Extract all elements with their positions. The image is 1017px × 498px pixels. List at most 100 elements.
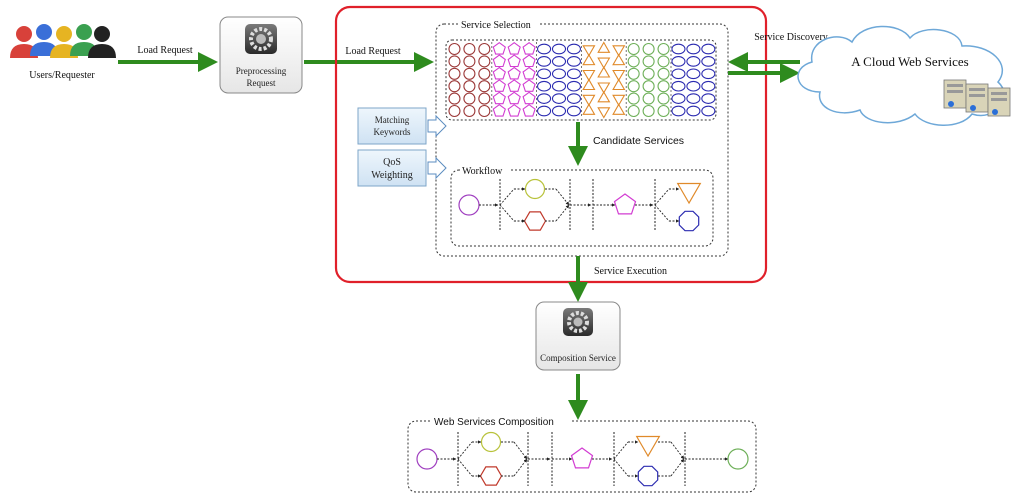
flow-connector	[499, 204, 515, 222]
service-triangle	[597, 41, 611, 53]
service-oval	[701, 56, 716, 67]
flow-connector	[670, 441, 685, 460]
service-circle	[657, 55, 670, 68]
service-oval	[537, 105, 552, 117]
service-circle	[657, 80, 670, 93]
service-circle	[627, 42, 640, 56]
service-oval	[537, 93, 552, 104]
task-pentagon	[570, 447, 594, 469]
flow-connector	[613, 458, 629, 477]
flow-connector	[513, 441, 528, 460]
cloud-label: A Cloud Web Services	[851, 54, 969, 69]
service-selection-box	[435, 23, 729, 257]
service-oval	[686, 68, 701, 80]
service-triangle	[597, 107, 611, 119]
service-oval	[686, 43, 701, 55]
service-oval	[671, 56, 686, 67]
composition-diagram	[416, 431, 749, 487]
service-oval	[701, 105, 716, 117]
service-triangle	[582, 78, 596, 91]
start-node	[458, 194, 480, 216]
service-oval	[551, 80, 567, 92]
service-oval	[566, 43, 581, 55]
web-services-composition-box	[407, 420, 757, 493]
service-triangle	[597, 57, 611, 70]
service-circle	[478, 80, 491, 93]
service-oval	[551, 56, 567, 67]
service-circle	[463, 80, 476, 93]
service-oval	[566, 93, 581, 104]
service-pentagon	[492, 79, 506, 92]
service-oval	[671, 105, 686, 117]
service-oval	[686, 80, 701, 92]
service-circle	[657, 42, 670, 56]
service-circle	[627, 67, 640, 80]
service-oval	[537, 43, 552, 55]
flow-connector	[613, 441, 629, 460]
load-request-label-2: Load Request	[345, 46, 400, 57]
task-triangle	[676, 182, 702, 205]
end-node	[727, 448, 749, 470]
service-circle	[463, 67, 476, 80]
users-group-icon	[10, 24, 116, 58]
service-pentagon	[522, 104, 536, 117]
service-triangle	[612, 69, 626, 82]
service-oval	[671, 68, 686, 80]
service-pentagon	[492, 54, 506, 68]
service-pentagon	[507, 54, 521, 68]
preprocessing-label-line2: Request	[247, 78, 276, 88]
users-label: Users/Requester	[29, 70, 95, 81]
qos-label-line2: Weighting	[371, 170, 412, 181]
service-circle	[627, 104, 640, 118]
service-oval	[551, 68, 567, 80]
service-circle	[657, 67, 670, 80]
service-circle	[642, 104, 655, 118]
service-triangle	[612, 103, 626, 115]
matching-label-line2: Keywords	[374, 127, 411, 137]
service-oval	[686, 105, 701, 117]
service-oval	[686, 93, 701, 104]
task-pentagon	[613, 193, 637, 215]
service-pentagon	[507, 91, 521, 105]
service-pentagon	[492, 42, 506, 55]
load-request-label-1: Load Request	[137, 45, 192, 56]
service-triangle	[597, 90, 611, 103]
service-grid-box	[445, 39, 717, 121]
service-triangle	[612, 45, 626, 57]
service-circle	[627, 80, 640, 93]
service-oval	[551, 105, 567, 117]
service-circle	[657, 104, 670, 118]
service-triangle	[582, 53, 596, 66]
task-circle	[524, 178, 546, 200]
task-octagon	[637, 465, 659, 487]
service-pentagon	[492, 91, 506, 105]
composition-service-label: Composition Service	[540, 353, 616, 363]
matching-arrow	[427, 114, 447, 138]
flow-connector	[654, 204, 670, 222]
service-circle	[463, 55, 476, 68]
service-oval	[566, 105, 581, 117]
start-node	[416, 448, 438, 470]
service-pentagon	[507, 42, 521, 55]
service-oval	[671, 80, 686, 92]
service-circle	[657, 92, 670, 105]
service-triangle	[582, 94, 596, 107]
flow-connector	[555, 204, 570, 222]
flow-connector	[670, 458, 685, 477]
service-circle	[642, 80, 655, 93]
service-circle	[478, 104, 491, 118]
service-execution-label: Service Execution	[594, 266, 667, 277]
service-grid	[448, 41, 716, 119]
preprocessing-label-line1: Preprocessing	[236, 66, 287, 76]
service-pentagon	[507, 79, 521, 92]
service-circle	[478, 42, 491, 56]
task-triangle	[635, 435, 661, 458]
service-triangle	[582, 45, 596, 57]
service-oval	[701, 43, 716, 55]
service-pentagon	[507, 104, 521, 117]
server-icon	[943, 79, 1011, 117]
service-oval	[551, 93, 567, 104]
service-oval	[566, 80, 581, 92]
service-circle	[642, 55, 655, 68]
